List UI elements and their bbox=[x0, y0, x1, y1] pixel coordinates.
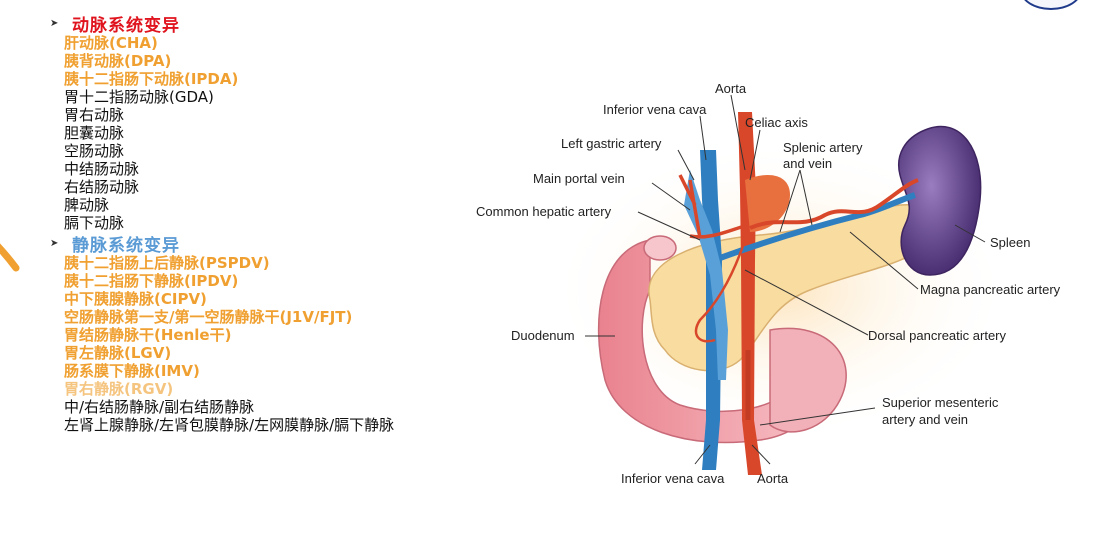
variation-list: ➤ 动脉系统变异 肝动脉(CHA)胰背动脉(DPA)胰十二指肠下动脉(IPDA)… bbox=[50, 12, 490, 435]
arterial-list-item: 胆囊动脉 bbox=[64, 124, 125, 142]
venous-list-item: 胃结肠静脉干(Henle干) bbox=[64, 326, 232, 344]
venous-list-item: 左肾上腺静脉/左肾包膜静脉/左网膜静脉/膈下静脉 bbox=[64, 416, 395, 434]
arterial-item-list: 肝动脉(CHA)胰背动脉(DPA)胰十二指肠下动脉(IPDA)胃十二指肠动脉(G… bbox=[64, 34, 490, 232]
label-celiac-axis: Celiac axis bbox=[745, 115, 808, 130]
dorsal-pancreatic-artery-vessel bbox=[694, 239, 747, 343]
splenic-vein-vessel bbox=[718, 192, 916, 261]
arterial-list-item: 中结肠动脉 bbox=[64, 160, 140, 178]
venous-list-item: 肠系膜下静脉(IMV) bbox=[64, 362, 200, 380]
label-duodenum: Duodenum bbox=[511, 328, 575, 343]
venous-item-list: 胰十二指肠上后静脉(PSPDV)胰十二指肠下静脉(IPDV)中下胰腺静脉(CIP… bbox=[64, 254, 490, 434]
splenic-artery-vessel bbox=[749, 178, 919, 230]
venous-list-item: 胰十二指肠下静脉(IPDV) bbox=[64, 272, 239, 290]
arterial-list-item: 脾动脉 bbox=[64, 196, 110, 214]
label-main-portal-vein: Main portal vein bbox=[533, 171, 625, 186]
arterial-list-item: 肝动脉(CHA) bbox=[64, 34, 158, 52]
arterial-list-item: 右结肠动脉 bbox=[64, 178, 140, 196]
jejunum-loop bbox=[769, 327, 847, 433]
venous-list-item: 中/右结肠静脉/副右结肠静脉 bbox=[64, 398, 255, 416]
decorative-orange-stroke bbox=[0, 243, 20, 272]
venous-list-item: 胃左静脉(LGV) bbox=[64, 344, 172, 362]
venous-list-item: 中下胰腺静脉(CIPV) bbox=[64, 290, 207, 308]
label-common-hepatic-artery: Common hepatic artery bbox=[476, 204, 612, 219]
arterial-list-item: 胰背动脉(DPA) bbox=[64, 52, 172, 70]
duodenum-opening bbox=[643, 235, 677, 261]
venous-section-header: ➤ 静脉系统变异 bbox=[50, 232, 490, 256]
arterial-list-item: 胰十二指肠下动脉(IPDA) bbox=[64, 70, 239, 88]
label-aorta-bottom: Aorta bbox=[757, 471, 789, 486]
arterial-section-header: ➤ 动脉系统变异 bbox=[50, 12, 490, 36]
label-ivc-bottom: Inferior vena cava bbox=[621, 471, 725, 486]
bullet-arrow-icon: ➤ bbox=[50, 237, 59, 249]
label-dorsal-pancreatic-artery: Dorsal pancreatic artery bbox=[868, 328, 1006, 343]
label-magna-pancreatic-artery: Magna pancreatic artery bbox=[920, 282, 1061, 297]
bullet-arrow-icon: ➤ bbox=[50, 17, 59, 29]
label-spleen: Spleen bbox=[990, 235, 1030, 250]
label-splenic-artery: Splenic artery bbox=[783, 140, 863, 155]
label-aorta-top: Aorta bbox=[715, 81, 747, 96]
arterial-list-item: 空肠动脉 bbox=[64, 142, 125, 160]
label-left-gastric-artery: Left gastric artery bbox=[561, 136, 662, 151]
celiac-trunk-shape bbox=[745, 175, 790, 232]
venous-list-item: 胰十二指肠上后静脉(PSPDV) bbox=[64, 254, 270, 272]
arterial-list-item: 膈下动脉 bbox=[64, 214, 125, 232]
venous-section-title: 静脉系统变异 bbox=[72, 235, 180, 256]
leader-lines bbox=[585, 94, 986, 465]
label-artery-and-vein: artery and vein bbox=[882, 412, 968, 427]
aorta-vessel bbox=[738, 112, 762, 475]
portal-vein-vessel bbox=[684, 170, 728, 380]
venous-list-item: 空肠静脉第一支/第一空肠静脉干(J1V/FJT) bbox=[64, 308, 353, 326]
venous-list-item: 胃右静脉(RGV) bbox=[64, 380, 174, 398]
hepatic-artery-vessel bbox=[678, 174, 749, 239]
arterial-list-item: 胃右动脉 bbox=[64, 106, 125, 124]
arterial-list-item: 胃十二指肠动脉(GDA) bbox=[64, 88, 214, 106]
spleen-shape bbox=[898, 125, 982, 276]
label-ivc-top: Inferior vena cava bbox=[603, 102, 707, 117]
label-splenic-vein: and vein bbox=[783, 156, 832, 171]
label-superior-mesenteric: Superior mesenteric bbox=[882, 395, 999, 410]
arterial-section-title: 动脉系统变异 bbox=[72, 15, 180, 36]
